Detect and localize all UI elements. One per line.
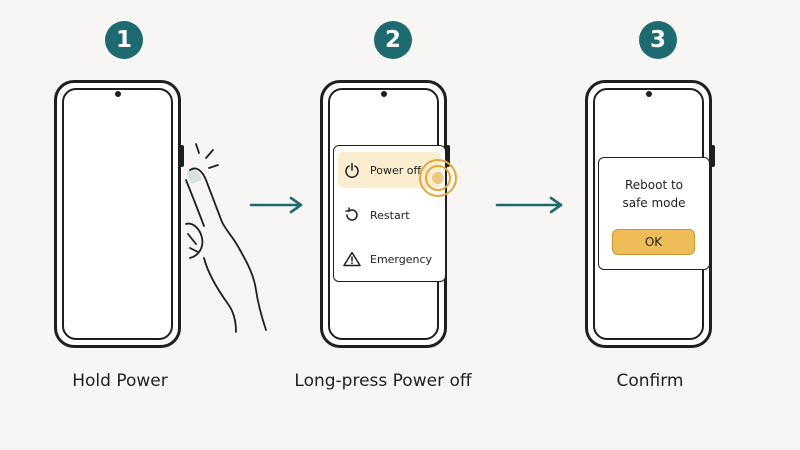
- menu-item-power-off[interactable]: Power off: [338, 152, 441, 188]
- camera-dot: [645, 91, 652, 97]
- power-side-button[interactable]: [180, 145, 184, 167]
- menu-item-restart[interactable]: Restart: [338, 197, 441, 233]
- press-ring-icon: [419, 159, 457, 197]
- menu-item-label: Power off: [370, 163, 422, 177]
- phone-step-1: [54, 80, 184, 348]
- menu-item-label: Restart: [370, 208, 410, 222]
- press-tick: [205, 149, 214, 159]
- power-side-button[interactable]: [446, 145, 450, 167]
- restart-icon: [338, 207, 366, 223]
- arrow-right-icon: [249, 196, 303, 214]
- step-3-label: Confirm: [616, 371, 684, 391]
- power-icon: [338, 162, 366, 178]
- dialog-title-line: safe mode: [622, 196, 686, 210]
- menu-item-emergency[interactable]: Emergency: [338, 241, 441, 277]
- press-tick: [208, 164, 219, 169]
- dialog-title-line: Reboot to: [624, 178, 684, 192]
- camera-dot: [380, 91, 387, 97]
- safe-mode-dialog: Reboot to safe mode OK: [598, 157, 710, 270]
- press-tick: [195, 143, 200, 154]
- dialog-title: Reboot to safe mode: [599, 176, 709, 212]
- step-1-label: Hold Power: [72, 371, 168, 391]
- step-1-badge: 1: [105, 21, 143, 59]
- menu-item-label: Emergency: [370, 252, 433, 266]
- camera-dot: [114, 91, 121, 97]
- power-side-button[interactable]: [711, 145, 715, 167]
- ok-button[interactable]: OK: [612, 229, 695, 255]
- arrow-right-icon: [495, 196, 563, 214]
- power-menu: Power off Restart Emergency: [333, 145, 446, 282]
- step-2-badge: 2: [374, 21, 412, 59]
- warning-icon: [338, 251, 366, 267]
- hand-pressing-icon: [185, 143, 267, 333]
- step-2-label: Long-press Power off: [294, 371, 472, 391]
- step-3-badge: 3: [639, 21, 677, 59]
